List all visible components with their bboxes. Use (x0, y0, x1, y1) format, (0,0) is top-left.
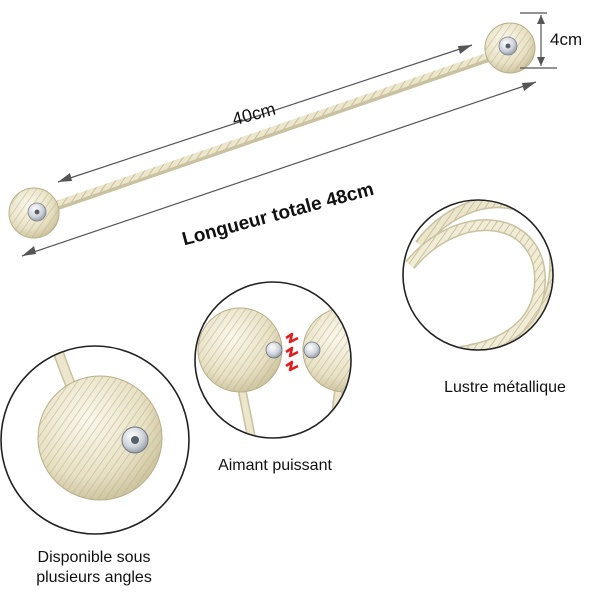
dimension-line-total (21, 81, 537, 257)
diameter-label: 4cm (550, 30, 583, 49)
left-ball (8, 187, 60, 239)
angle-caption: Disponible sous plusieurs angles (4, 548, 184, 588)
angle-detail-image (0, 345, 190, 535)
dimension-line-4cm (520, 12, 557, 69)
angle-caption-line-2: plusieurs angles (36, 569, 152, 586)
magnet-caption: Aimant puissant (218, 457, 332, 474)
right-ball (484, 22, 536, 74)
angle-caption-line-1: Disponible sous (37, 549, 151, 566)
full-tieback-product (8, 22, 536, 239)
dimension-line-40cm (57, 44, 473, 183)
lustre-caption: Lustre métallique (444, 379, 566, 396)
lustre-detail-image (402, 199, 554, 351)
magnet-detail-image (194, 281, 352, 439)
magnetic-wave-icon (285, 332, 299, 372)
